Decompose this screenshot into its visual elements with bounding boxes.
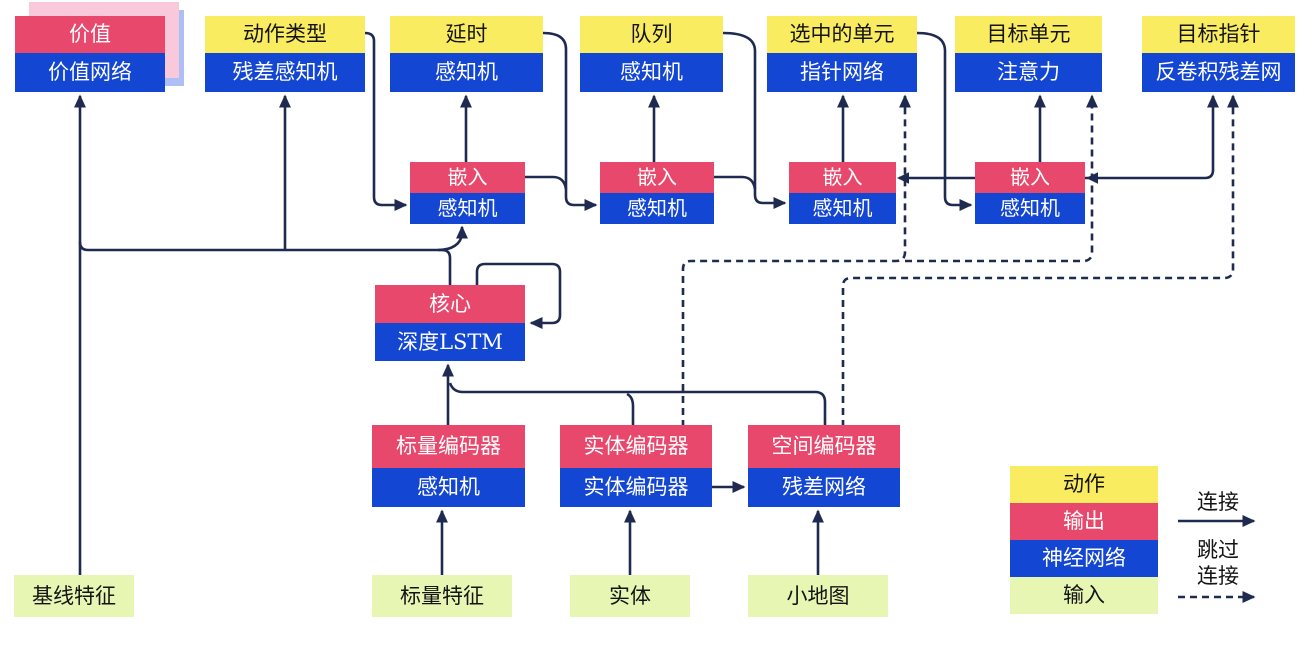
node-embedding-1-head: 嵌入: [410, 162, 525, 193]
edge-skip-entity-to-targetunit: [905, 94, 1098, 263]
node-scalar-encoder: 标量编码器 感知机: [372, 425, 525, 507]
node-delay-network: 感知机: [390, 53, 543, 92]
node-spatial-encoder-network: 残差网络: [748, 468, 900, 507]
edge-entityenc-to-core: [626, 392, 635, 425]
edge-actiontype-to-embed1: [364, 31, 408, 211]
node-selected-units-network: 指针网络: [767, 53, 917, 92]
node-embedding-4-head: 嵌入: [975, 162, 1085, 193]
legend-output: 输出: [1010, 503, 1158, 540]
edge-core-output-left: [78, 241, 452, 285]
node-embedding-2: 嵌入 感知机: [600, 162, 714, 224]
node-value: 价值 价值网络: [15, 2, 184, 92]
node-embedding-3-network: 感知机: [789, 193, 896, 224]
node-value-head: 价值: [15, 16, 165, 53]
node-queued-head: 队列: [580, 16, 723, 53]
node-entity-encoder-head: 实体编码器: [560, 425, 712, 468]
input-baseline-features: 基线特征: [14, 575, 134, 617]
node-target-point-network: 反卷积残差网: [1142, 53, 1295, 92]
node-entity-encoder-network: 实体编码器: [560, 468, 712, 507]
node-queued: 队列 感知机: [580, 16, 723, 92]
node-core-network: 深度LSTM: [375, 323, 525, 361]
node-spatial-encoder: 空间编码器 残差网络: [748, 425, 900, 507]
node-delay: 延时 感知机: [390, 16, 543, 92]
node-core-head: 核心: [375, 285, 525, 323]
node-selected-units: 选中的单元 指针网络: [767, 16, 917, 92]
node-embedding-3: 嵌入 感知机: [789, 162, 896, 224]
node-action-type-network: 残差感知机: [205, 53, 365, 92]
legend-skip-label-line2: 连接: [1197, 564, 1239, 588]
edge-embed1-right-merge: [525, 175, 568, 190]
node-embedding-2-network: 感知机: [600, 193, 714, 224]
legend-input: 输入: [1010, 577, 1158, 614]
node-target-unit-network: 注意力: [955, 53, 1102, 92]
edge-delay-to-embed2: [542, 31, 598, 211]
node-scalar-encoder-network: 感知机: [372, 468, 525, 507]
node-target-unit: 目标单元 注意力: [955, 16, 1102, 92]
node-action-type-head: 动作类型: [205, 16, 365, 53]
legend-neural-network: 神经网络: [1010, 540, 1158, 577]
node-entity-encoder: 实体编码器 实体编码器: [560, 425, 712, 507]
node-delay-head: 延时: [390, 16, 543, 53]
input-scalar-features: 标量特征: [372, 575, 512, 617]
node-embedding-1: 嵌入 感知机: [410, 162, 525, 224]
node-core: 核心 深度LSTM: [375, 285, 525, 361]
node-target-unit-head: 目标单元: [955, 16, 1102, 53]
edge-selected-to-embed4: [916, 31, 973, 211]
edge-skip-entity-to-selected: [681, 94, 911, 427]
edge-queued-to-embed3: [722, 31, 787, 209]
node-target-point: 目标指针 反卷积残差网: [1142, 16, 1295, 92]
node-embedding-4-network: 感知机: [975, 193, 1085, 224]
node-spatial-encoder-head: 空间编码器: [748, 425, 900, 468]
node-value-network: 价值网络: [15, 53, 165, 92]
edge-spatialenc-to-core: [448, 382, 827, 425]
node-embedding-4: 嵌入 感知机: [975, 162, 1085, 224]
edge-core-self-loop: [475, 262, 562, 329]
node-action-type: 动作类型 残差感知机: [205, 16, 365, 92]
legend-skip-label-line1: 跳过: [1197, 538, 1239, 562]
legend-connection-label: 连接: [1197, 490, 1239, 514]
input-entities: 实体: [570, 575, 690, 617]
edge-embed2-right-merge: [714, 175, 757, 190]
edge-core-to-embed1: [437, 225, 468, 252]
node-embedding-3-head: 嵌入: [789, 162, 896, 193]
input-minimap: 小地图: [748, 575, 888, 617]
legend: 动作 输出 神经网络 输入: [1010, 466, 1158, 614]
legend-action: 动作: [1010, 466, 1158, 503]
edge-embedrow-to-targetpoint: [899, 94, 1219, 180]
node-selected-units-head: 选中的单元: [767, 16, 917, 53]
node-queued-network: 感知机: [580, 53, 723, 92]
node-scalar-encoder-head: 标量编码器: [372, 425, 525, 468]
node-target-point-head: 目标指针: [1142, 16, 1295, 53]
edge-skip-spatial-to-targetpoint: [841, 94, 1239, 427]
node-embedding-1-network: 感知机: [410, 193, 525, 224]
node-embedding-2-head: 嵌入: [600, 162, 714, 193]
